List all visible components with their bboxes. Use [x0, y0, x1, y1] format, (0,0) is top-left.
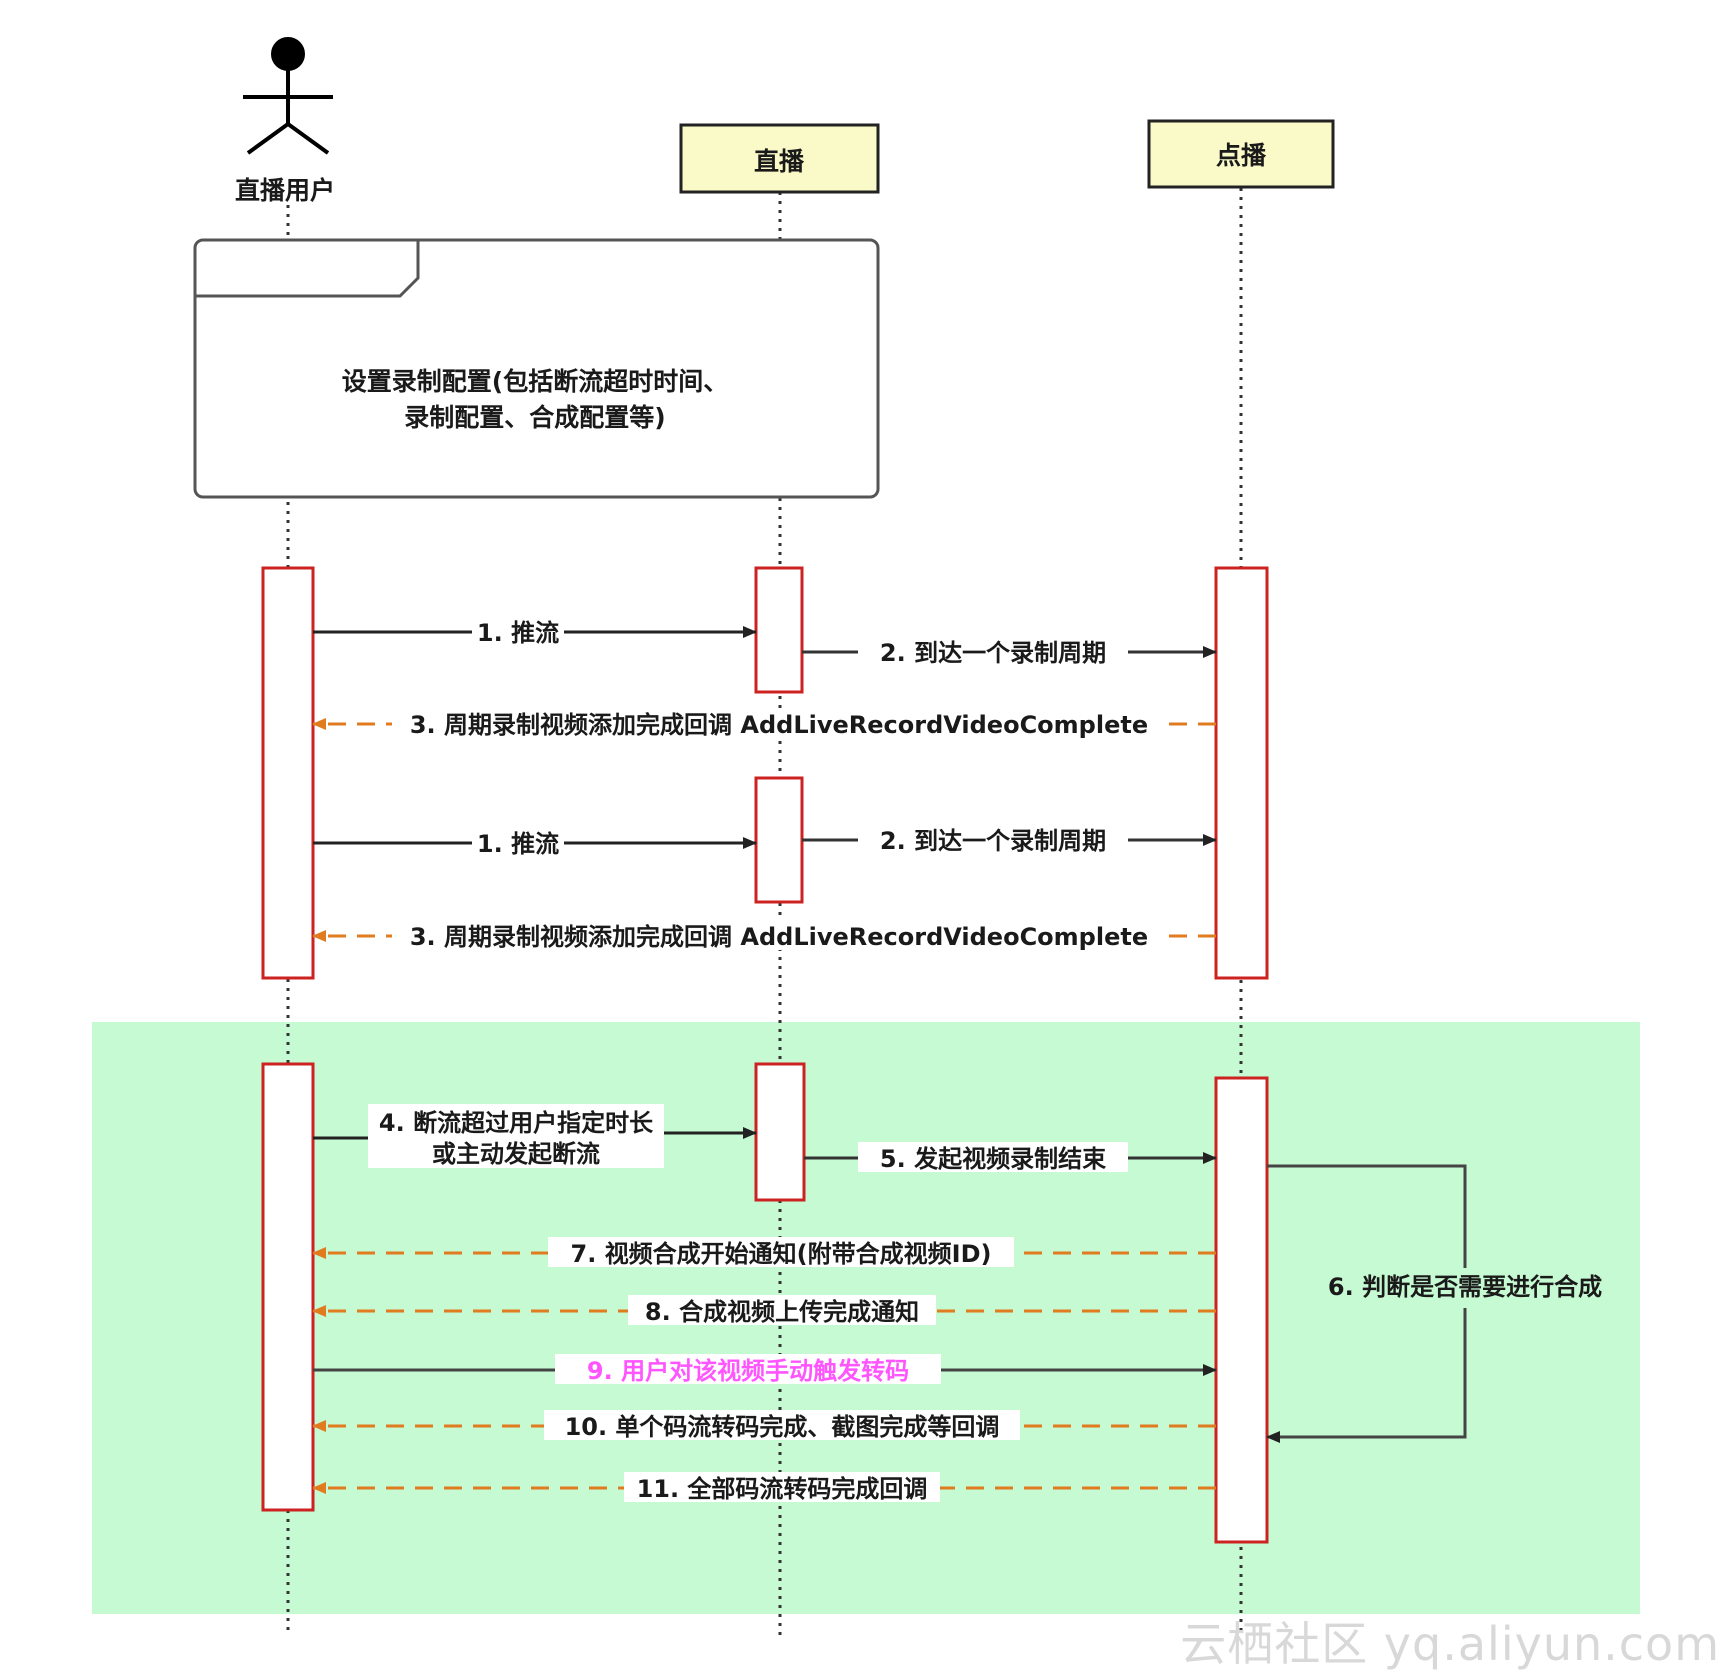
- activation-live-1: [754, 566, 804, 694]
- message-upload-done: 8. 合成视频上传完成通知: [312, 1295, 1216, 1326]
- message-push-2: 1. 推流: [313, 827, 757, 858]
- actor-label: 直播用户: [235, 176, 335, 205]
- message-push-1: 1. 推流: [313, 616, 757, 647]
- message-all-transcode: 11. 全部码流转码完成回调: [312, 1472, 1216, 1503]
- message-record-cycle-1-label: 2. 到达一个录制周期: [880, 639, 1106, 667]
- message-single-transcode: 10. 单个码流转码完成、截图完成等回调: [312, 1410, 1216, 1441]
- message-compose-check: 6. 判断是否需要进行合成: [1266, 1164, 1630, 1443]
- config-note-line2: 录制配置、合成配置等): [404, 403, 665, 432]
- participant-live: 直播: [679, 123, 880, 194]
- message-callback-2: 3. 周期录制视频添加完成回调 AddLiveRecordVideoComple…: [312, 920, 1216, 951]
- message-manual-transcode: 9. 用户对该视频手动触发转码: [313, 1354, 1217, 1385]
- message-push-1-label: 1. 推流: [477, 619, 559, 647]
- message-all-transcode-label: 11. 全部码流转码完成回调: [637, 1475, 928, 1503]
- message-upload-done-label: 8. 合成视频上传完成通知: [645, 1298, 919, 1326]
- message-record-end: 5. 发起视频录制结束: [804, 1142, 1217, 1173]
- message-compose-start: 7. 视频合成开始通知(附带合成视频ID): [312, 1237, 1216, 1268]
- participant-vod: 点播: [1147, 119, 1335, 189]
- activation-vod-2: [1214, 1076, 1269, 1544]
- activation-user-2: [261, 1062, 315, 1512]
- activation-user-1: [261, 566, 315, 980]
- message-record-end-label: 5. 发起视频录制结束: [880, 1145, 1107, 1173]
- participant-live-label: 直播: [754, 147, 805, 176]
- message-callback-1: 3. 周期录制视频添加完成回调 AddLiveRecordVideoComple…: [312, 708, 1216, 739]
- message-compose-start-label: 7. 视频合成开始通知(附带合成视频ID): [571, 1240, 992, 1268]
- message-callback-1-label: 3. 周期录制视频添加完成回调 AddLiveRecordVideoComple…: [410, 711, 1148, 739]
- actor-icon: [243, 37, 333, 155]
- activation-vod-1: [1214, 566, 1269, 980]
- message-record-cycle-2: 2. 到达一个录制周期: [802, 824, 1217, 855]
- message-stream-break: 4. 断流超过用户指定时长 或主动发起断流: [313, 1104, 757, 1168]
- message-record-cycle-2-label: 2. 到达一个录制周期: [880, 827, 1106, 855]
- message-callback-2-label: 3. 周期录制视频添加完成回调 AddLiveRecordVideoComple…: [410, 923, 1148, 951]
- message-stream-break-line2: 或主动发起断流: [432, 1140, 600, 1168]
- activation-live-2: [754, 776, 804, 904]
- watermark: 云栖社区 yq.aliyun.com: [1180, 1617, 1720, 1671]
- message-push-2-label: 1. 推流: [477, 830, 559, 858]
- config-note: 设置录制配置(包括断流超时时间、 录制配置、合成配置等): [193, 238, 880, 499]
- message-record-cycle-1: 2. 到达一个录制周期: [802, 636, 1217, 667]
- message-manual-transcode-label: 9. 用户对该视频手动触发转码: [587, 1357, 909, 1385]
- participant-vod-label: 点播: [1216, 141, 1267, 170]
- message-single-transcode-label: 10. 单个码流转码完成、截图完成等回调: [565, 1413, 1000, 1441]
- activation-live-3: [754, 1062, 806, 1202]
- message-compose-check-label: 6. 判断是否需要进行合成: [1328, 1273, 1602, 1301]
- config-note-line1: 设置录制配置(包括断流超时时间、: [342, 367, 728, 396]
- message-stream-break-line1: 4. 断流超过用户指定时长: [379, 1109, 654, 1137]
